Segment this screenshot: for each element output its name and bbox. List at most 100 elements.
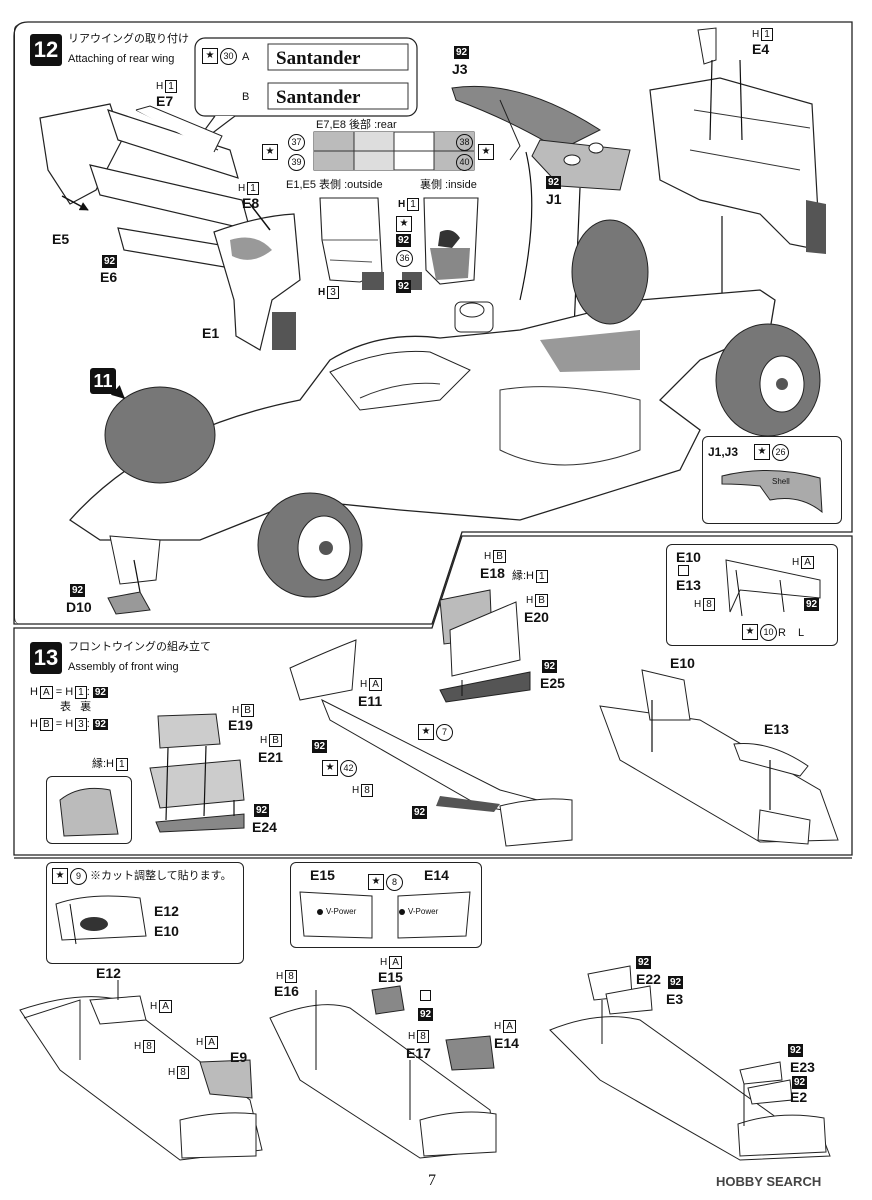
vpower-logo-right: V-Power xyxy=(408,907,439,916)
paint-92-tag: 92 xyxy=(668,976,684,989)
paint-92-tag: 92 xyxy=(546,176,562,189)
part-E5: E5 xyxy=(52,231,70,247)
part-E7: E7 xyxy=(156,93,174,109)
paint-92-tag: 92 xyxy=(792,1076,808,1089)
star-icon: ★ xyxy=(754,444,770,460)
part-E1: E1 xyxy=(202,325,220,341)
paint-92-tag: 92 xyxy=(788,1044,804,1057)
decal-8: 8 xyxy=(386,874,403,891)
sponsor-logo-b: Santander xyxy=(276,87,361,108)
decal-30: 30 xyxy=(220,48,237,65)
decal-42: 42 xyxy=(340,760,357,777)
star-icon: ★ xyxy=(418,724,434,740)
decal-36-visible: 36 xyxy=(396,250,413,267)
part-E12-note: E12 xyxy=(154,903,179,919)
step12-title-jp: リアウイングの取り付け xyxy=(68,33,189,45)
decal-26: 26 xyxy=(772,444,789,461)
decal-38: 38 xyxy=(456,134,473,151)
star-icon: ★ xyxy=(742,624,758,640)
decal-10: 10 xyxy=(760,624,777,641)
paint-92-tag: 92 xyxy=(396,234,412,247)
part-E17: E17 xyxy=(406,1045,431,1061)
paint-92-tag: 92 xyxy=(418,1008,434,1021)
part-E25: E25 xyxy=(540,675,565,691)
step11-number: 11 xyxy=(90,368,116,394)
l-label: L xyxy=(798,627,805,639)
e1e5-outside-note: E1,E5 表側 :outside xyxy=(286,179,383,191)
part-E15-vpower: E15 xyxy=(310,867,335,883)
paint-92-tag: 92 xyxy=(804,598,820,611)
part-E10-callout: E10 xyxy=(676,549,701,565)
shell-brand: Shell xyxy=(772,477,790,486)
decal-37: 37 xyxy=(288,134,305,151)
star-icon: ★ xyxy=(202,48,218,64)
paint-92-tag: 92 xyxy=(254,804,270,817)
paint-92-tag: 92 xyxy=(312,740,328,753)
part-E15: E15 xyxy=(378,969,403,985)
step13-title-en: Assembly of front wing xyxy=(68,661,179,673)
part-E20: E20 xyxy=(524,609,549,625)
part-E6: E6 xyxy=(100,269,118,285)
sponsor-logo-a: Santander xyxy=(276,48,361,69)
part-E2: E2 xyxy=(790,1089,808,1105)
step12-number: 12 xyxy=(30,34,62,66)
paint-92-tag: 92 xyxy=(396,280,412,293)
part-E23: E23 xyxy=(790,1059,815,1075)
part-E4: E4 xyxy=(752,41,770,57)
star-icon: ★ xyxy=(322,760,338,776)
paint-92-tag: 92 xyxy=(102,255,118,268)
part-E18: E18 xyxy=(480,565,505,581)
part-E14-vpower: E14 xyxy=(424,867,449,883)
star-icon: ★ xyxy=(368,874,384,890)
step12-title-en: Attaching of rear wing xyxy=(68,53,175,65)
decal-option-b: B xyxy=(242,91,250,103)
e1e5-inside-note: 裏側 :inside xyxy=(420,179,477,191)
page-number: 7 xyxy=(428,1172,436,1189)
part-E19: E19 xyxy=(228,717,253,733)
part-E22: E22 xyxy=(636,971,661,987)
white-decal-icon xyxy=(678,565,689,576)
step13-number: 13 xyxy=(30,642,62,674)
e7e8-rear-note: E7,E8 後部 :rear xyxy=(316,119,397,131)
paint-92-tag: 92 xyxy=(70,584,86,597)
decal-9: 9 xyxy=(70,868,87,885)
star-icon: ★ xyxy=(262,144,278,160)
part-E3: E3 xyxy=(666,991,684,1007)
part-E10-note: E10 xyxy=(154,923,179,939)
part-J1: J1 xyxy=(546,191,562,207)
shell-callout-label: J1,J3 xyxy=(708,445,739,459)
r-label: R xyxy=(778,627,786,639)
white-decal-icon xyxy=(420,990,431,1001)
part-E8: E8 xyxy=(242,195,260,211)
paint-92-tag: 92 xyxy=(542,660,558,673)
decal-40: 40 xyxy=(456,154,473,171)
